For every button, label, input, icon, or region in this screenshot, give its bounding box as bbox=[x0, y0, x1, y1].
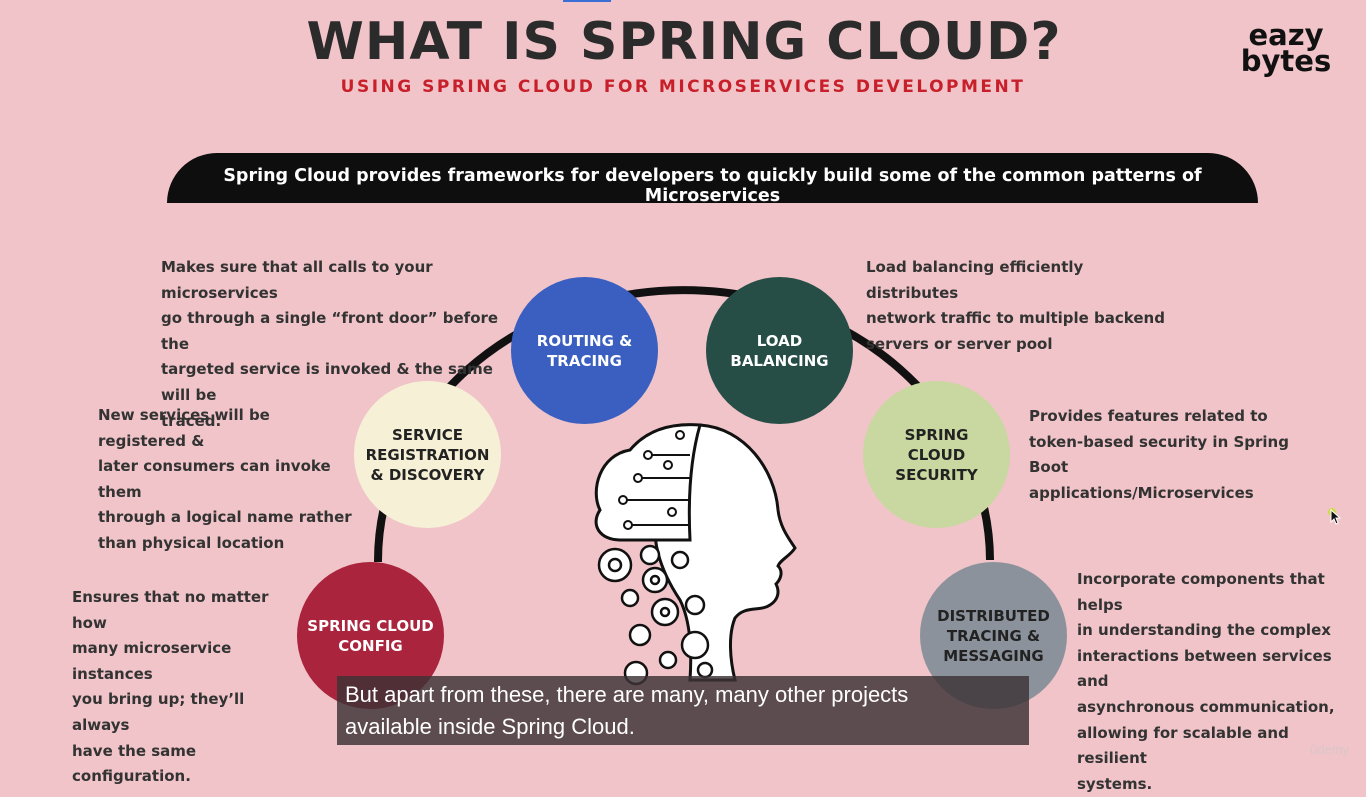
desc-line: in understanding the complex bbox=[1077, 621, 1331, 640]
desc-line: asynchronous communication, bbox=[1077, 697, 1335, 716]
distributed-tracing-label-1: DISTRIBUTED bbox=[937, 606, 1050, 625]
page-subtitle: USING SPRING CLOUD FOR MICROSERVICES DEV… bbox=[340, 77, 1026, 97]
desc-line: targeted service is invoked & the same w… bbox=[161, 360, 493, 404]
desc-line: many microservice instances bbox=[72, 639, 232, 683]
desc-line: through a logical name rather bbox=[98, 508, 352, 527]
cloud-config-label-2: CONFIG bbox=[338, 636, 403, 655]
caption-line-2: available inside Spring Cloud. bbox=[345, 714, 635, 739]
circuit-lines bbox=[618, 430, 690, 530]
udemy-watermark: ûdemy bbox=[1310, 742, 1350, 757]
desc-line: servers or server pool bbox=[866, 334, 1053, 353]
service-discovery-label-3: & DISCOVERY bbox=[370, 465, 485, 484]
eazybytes-logo: eazy bytes bbox=[1240, 18, 1332, 78]
distributed-tracing-label-3: MESSAGING bbox=[943, 646, 1044, 665]
desc-line: Ensures that no matter how bbox=[72, 588, 269, 632]
desc-line: allowing for scalable and resilient bbox=[1077, 723, 1289, 768]
cloud-security-description: Provides features related to token-based… bbox=[1029, 404, 1289, 506]
cloud-security-label-3: SECURITY bbox=[895, 465, 978, 484]
page-title: WHAT IS SPRING CLOUD? bbox=[306, 12, 1062, 72]
desc-line: New services will be registered & bbox=[98, 406, 270, 450]
cloud-config-label-1: SPRING CLOUD bbox=[307, 616, 434, 635]
desc-line: Load balancing efficiently distributes bbox=[866, 258, 1084, 302]
routing-tracing-label-2: TRACING bbox=[547, 351, 622, 370]
desc-line: have the same configuration. bbox=[72, 741, 197, 786]
distributed-tracing-label-2: TRACING & bbox=[946, 626, 1041, 645]
routing-tracing-label-1: ROUTING & bbox=[536, 331, 633, 350]
cloud-security-label-1: SPRING bbox=[904, 425, 969, 444]
logo-line-2: bytes bbox=[1240, 44, 1332, 78]
gears-illustration bbox=[597, 544, 714, 686]
cloud-security-circle: SPRING CLOUD SECURITY bbox=[863, 381, 1010, 528]
desc-line: traced. bbox=[161, 411, 222, 430]
progress-indicator bbox=[563, 0, 611, 2]
desc-line: Makes sure that all calls to your micros… bbox=[161, 258, 433, 302]
desc-line: interactions between services and bbox=[1077, 646, 1332, 691]
service-discovery-circle: SERVICE REGISTRATION & DISCOVERY bbox=[354, 381, 501, 528]
mouse-cursor-icon bbox=[1328, 508, 1342, 525]
desc-line: Provides features related to bbox=[1029, 407, 1268, 425]
routing-tracing-circle: ROUTING & TRACING bbox=[511, 277, 658, 424]
desc-line: network traffic to multiple backend bbox=[866, 309, 1165, 328]
desc-line: you bring up; they’ll always bbox=[72, 690, 245, 734]
caption-text: But apart from these, there are many, ma… bbox=[345, 679, 1025, 743]
desc-line: than physical location bbox=[98, 533, 285, 552]
banner: Spring Cloud provides frameworks for dev… bbox=[167, 153, 1258, 206]
banner-text: Spring Cloud provides frameworks for dev… bbox=[223, 166, 1202, 206]
desc-line: Incorporate components that helps bbox=[1077, 570, 1325, 614]
head-illustration bbox=[594, 423, 797, 682]
service-discovery-description: New services will be registered & later … bbox=[98, 403, 358, 557]
desc-line: token-based security in Spring bbox=[1029, 432, 1289, 451]
desc-line: systems. bbox=[1077, 774, 1153, 793]
distributed-tracing-description: Incorporate components that helps in und… bbox=[1077, 567, 1357, 797]
load-balancing-description: Load balancing efficiently distributes n… bbox=[866, 255, 1166, 357]
caption-line-1: But apart from these, there are many, ma… bbox=[345, 682, 909, 707]
load-balancing-label: LOAD BALANCING bbox=[730, 331, 829, 370]
load-balancing-circle: LOAD BALANCING bbox=[706, 277, 853, 424]
video-caption: But apart from these, there are many, ma… bbox=[337, 676, 1029, 745]
routing-tracing-description: Makes sure that all calls to your micros… bbox=[161, 255, 521, 434]
service-discovery-label-2: REGISTRATION bbox=[365, 445, 490, 464]
cloud-config-description: Ensures that no matter how many microser… bbox=[72, 585, 302, 790]
logo-line-1: eazy bbox=[1248, 18, 1324, 52]
service-discovery-label-1: SERVICE bbox=[391, 425, 464, 444]
desc-line: Boot applications/Microservices bbox=[1029, 458, 1254, 502]
desc-line: later consumers can invoke them bbox=[98, 457, 331, 501]
desc-line: go through a single “front door” before … bbox=[161, 309, 499, 353]
cloud-security-label-2: CLOUD bbox=[907, 445, 966, 464]
